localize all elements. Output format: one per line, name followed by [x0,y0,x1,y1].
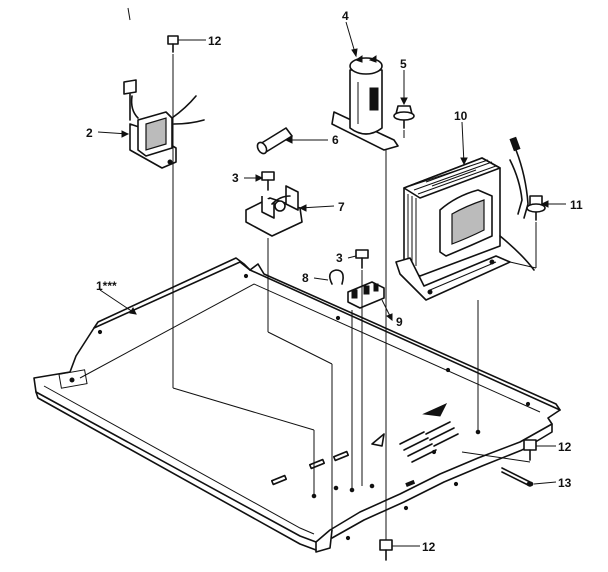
callout-11: 11 [570,198,583,212]
relay [123,79,205,169]
callout-13: 13 [558,476,572,490]
assembly-lines [172,54,537,540]
pin-13 [501,467,534,487]
transformer [395,136,535,301]
leader-lines [97,21,566,547]
callout-12-bottom: 12 [422,540,436,554]
base-plate [33,257,561,553]
wire-clip [328,269,344,285]
callout-6: 6 [332,133,339,147]
screw-12-right [523,439,537,461]
callout-12-right: 12 [558,440,572,454]
stray-mark [127,7,131,21]
fuse-holder [245,185,303,237]
callout-1: 1*** [96,279,117,293]
callout-3-right: 3 [336,251,343,265]
screw-11 [526,195,546,221]
leader-arrows [121,48,549,322]
screw-12-top [167,35,179,53]
callout-12-top: 12 [208,34,222,48]
screw-3-right [355,249,369,269]
terminal-block [347,281,385,309]
callout-5: 5 [400,57,407,71]
callout-8: 8 [302,271,309,285]
callout-10: 10 [454,109,468,123]
fuse [256,127,293,155]
callout-9: 9 [396,315,403,329]
vent-slots [399,421,459,463]
capacitor [331,55,399,151]
screw-5 [393,105,415,129]
callout-2: 2 [86,126,93,140]
callout-4: 4 [342,9,349,23]
screw-3-left [261,171,275,191]
callout-7: 7 [338,200,345,214]
callout-3-left: 3 [232,171,239,185]
screw-12-bottom [379,539,393,561]
